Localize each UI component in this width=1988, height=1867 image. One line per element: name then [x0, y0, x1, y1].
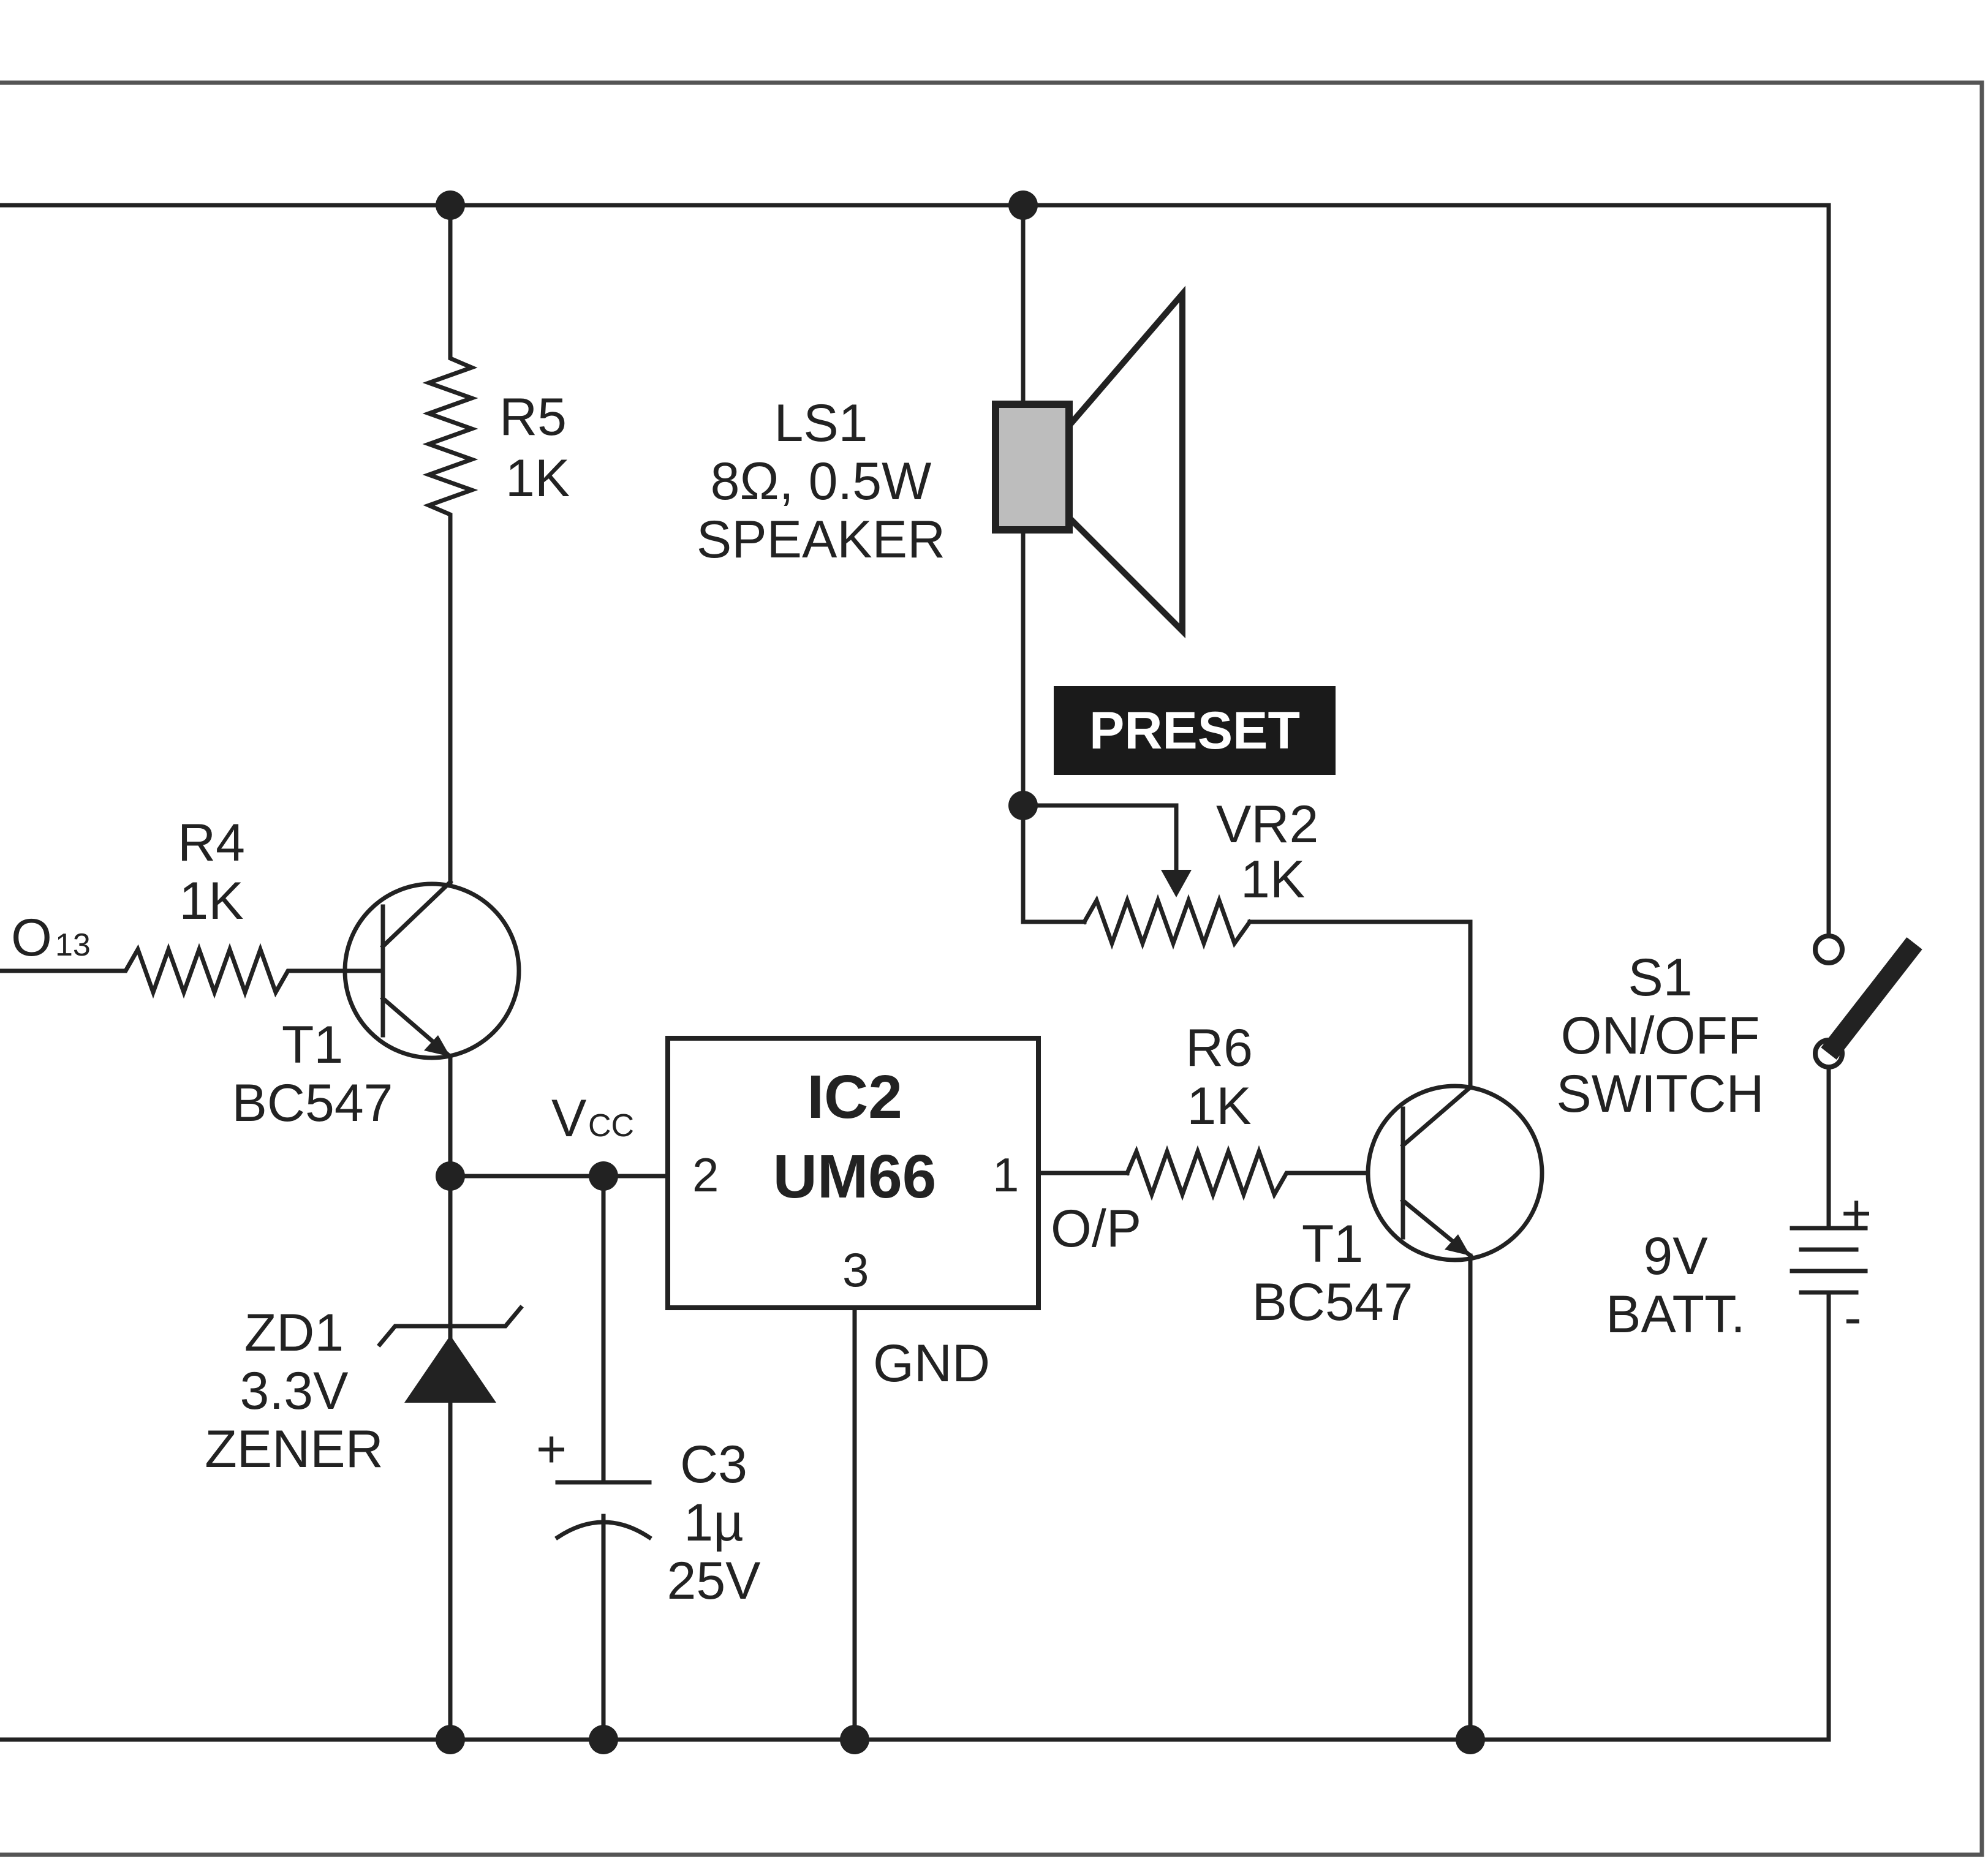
c3-ref-label: C3 — [680, 1435, 747, 1494]
t1-left-ref-label: T1 — [282, 1016, 343, 1074]
battery-plus-label: + — [1841, 1184, 1872, 1243]
top-supply-rail — [0, 203, 1831, 940]
ic2-um66-chip — [665, 1036, 1041, 1310]
zd1-zener-diode — [377, 1305, 524, 1403]
r5-resistor — [422, 203, 478, 884]
t1-right-type-label: BC547 — [1252, 1273, 1413, 1332]
r6-ref-label: R6 — [1185, 1019, 1253, 1077]
r5-value-label: 1K — [505, 449, 570, 508]
vcc-subscript-label: CC — [588, 1108, 634, 1144]
ls1-ref-label: LS1 — [774, 394, 867, 453]
ic2-type-label: UM66 — [773, 1142, 937, 1211]
s1-on-off-switch — [1813, 933, 1922, 1231]
input-subscript-label: 13 — [55, 927, 91, 963]
c3-voltage-label: 25V — [667, 1552, 760, 1610]
t1-right-ref-label: T1 — [1302, 1215, 1363, 1273]
zd1-value-label: 3.3V — [240, 1362, 349, 1420]
gnd-label: GND — [873, 1334, 990, 1393]
s1-ref-label: S1 — [1628, 948, 1692, 1007]
ls1-rating-label: 8Ω, 0.5W — [711, 452, 932, 511]
r5-ref-label: R5 — [499, 388, 567, 447]
r4-value-label: 1K — [179, 872, 243, 930]
c3-capacitor — [554, 1174, 652, 1742]
ic2-ref-label: IC2 — [807, 1063, 902, 1131]
battery-voltage-label: 9V — [1643, 1227, 1707, 1286]
diagram-frame — [0, 80, 1984, 1857]
junction-dots — [436, 190, 1485, 1754]
s1-state-label: ON/OFF — [1561, 1006, 1760, 1065]
ls1-type-label: SPEAKER — [697, 510, 945, 569]
vr2-value-label: 1K — [1241, 850, 1305, 909]
output-label: O/P — [1051, 1199, 1141, 1258]
preset-label-box — [1054, 686, 1336, 775]
ic-pin-2-label: 2 — [692, 1148, 719, 1202]
battery-9v — [1790, 1226, 1868, 1326]
vr2-ref-label: VR2 — [1216, 795, 1318, 854]
c3-plus-label: + — [536, 1420, 567, 1479]
ls1-speaker — [992, 285, 1185, 639]
zd1-ref-label: ZD1 — [244, 1303, 344, 1362]
zd1-type-label: ZENER — [205, 1420, 383, 1479]
speaker-to-preset-wire — [1021, 527, 1087, 924]
t1-left-type-label: BC547 — [232, 1074, 393, 1133]
ic-pin-1-label: 1 — [992, 1148, 1019, 1202]
s1-type-label: SWITCH — [1556, 1065, 1764, 1123]
battery-type-label: BATT. — [1606, 1285, 1745, 1344]
vcc-label: V — [551, 1089, 586, 1148]
r6-value-label: 1K — [1187, 1077, 1251, 1136]
ic-pin-3-label: 3 — [842, 1243, 869, 1297]
r6-resistor — [1124, 1145, 1369, 1201]
input-label: O — [11, 908, 52, 967]
r4-resistor — [0, 943, 385, 999]
battery-minus-label: - — [1844, 1288, 1862, 1347]
t1-right-transistor — [1247, 919, 1544, 1742]
preset-label: PRESET — [1089, 701, 1300, 760]
c3-value-label: 1µ — [684, 1493, 743, 1552]
r4-ref-label: R4 — [178, 813, 245, 872]
vr2-preset-potentiometer — [1021, 803, 1253, 950]
